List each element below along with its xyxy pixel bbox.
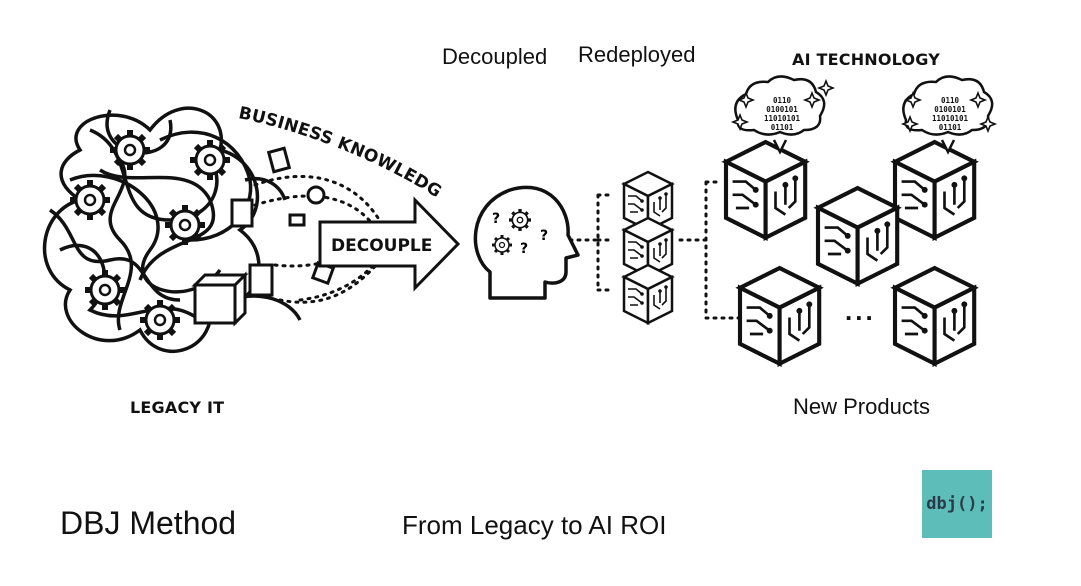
ai-technology-label: AI TECHNOLOGY [792, 50, 941, 69]
redeployed-label: Redeployed [578, 42, 696, 67]
svg-text:01101: 01101 [771, 123, 794, 132]
decoupled-module-cube-icon [622, 170, 674, 325]
svg-text:?: ? [520, 241, 528, 257]
svg-text:0110: 0110 [773, 96, 792, 105]
svg-text:0100101: 0100101 [934, 105, 966, 114]
new-products-label: New Products [793, 394, 930, 419]
svg-text:0110: 0110 [941, 96, 960, 105]
svg-text:11010101: 11010101 [932, 114, 969, 123]
method-title: DBJ Method [60, 505, 237, 541]
thinking-head-icon: ? ? ? [473, 185, 580, 300]
knowledge-token-icon [266, 146, 336, 286]
svg-text:01101: 01101 [939, 123, 962, 132]
svg-text:?: ? [540, 228, 548, 244]
ai-brain-icon: 0110 0100101 11010101 01101 0110 0100101… [734, 75, 994, 154]
decouple-label: DECOUPLE [331, 236, 432, 256]
product-cube-icon [726, 142, 974, 364]
legacy-block-icon [191, 198, 274, 327]
logo-text: dbj(); [926, 494, 988, 514]
decouple-arrow-icon [318, 196, 461, 292]
svg-text:0100101: 0100101 [766, 105, 798, 114]
svg-text:11010101: 11010101 [764, 114, 801, 123]
more-products-ellipsis: ... [845, 296, 876, 326]
dbj-logo: dbj(); [922, 470, 992, 538]
legacy-it-label: LEGACY IT [130, 398, 225, 417]
subtitle: From Legacy to AI ROI [402, 510, 667, 540]
svg-text:?: ? [492, 211, 500, 227]
decoupled-label: Decoupled [442, 44, 548, 69]
